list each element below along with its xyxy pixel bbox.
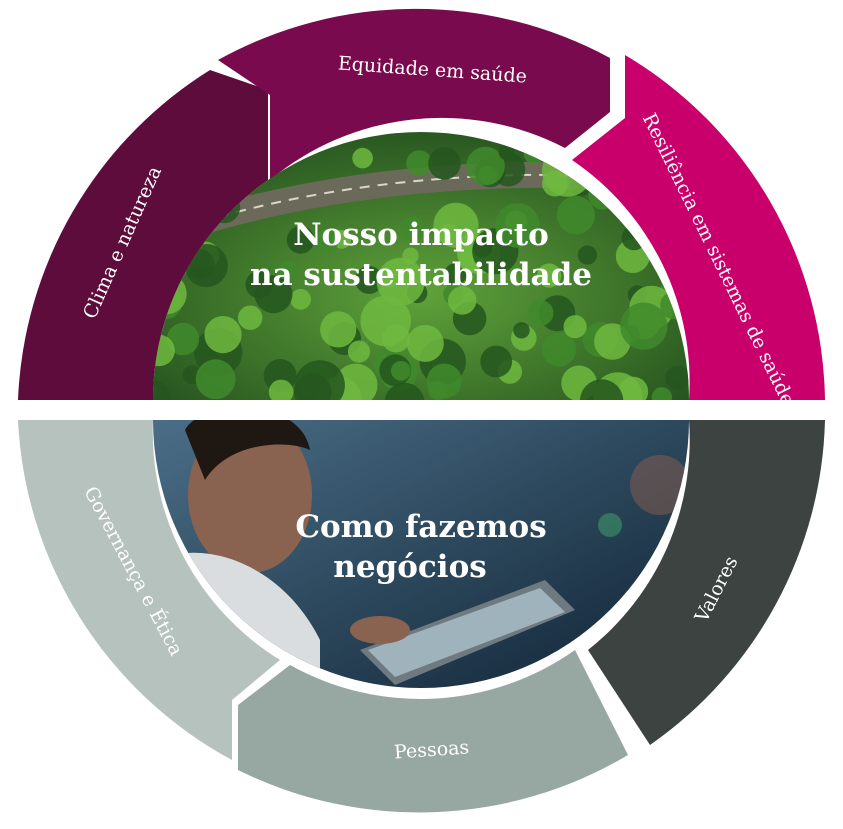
segment-valores <box>588 420 825 745</box>
segment-governanca-e-etica <box>18 420 280 760</box>
divider <box>0 401 843 419</box>
segment-pessoas <box>238 650 628 813</box>
top-title-line2: na sustentabilidade <box>250 257 592 293</box>
label-pessoas: Pessoas <box>393 736 470 763</box>
bottom-title-line1: Como fazemos <box>295 509 546 545</box>
bottom-title-line2: negócios <box>333 549 486 585</box>
segment-resiliencia <box>572 55 825 400</box>
segment-equidade-em-saude <box>218 8 610 181</box>
top-title-line1: Nosso impacto <box>293 217 549 253</box>
segment-clima-e-natureza <box>18 70 268 400</box>
